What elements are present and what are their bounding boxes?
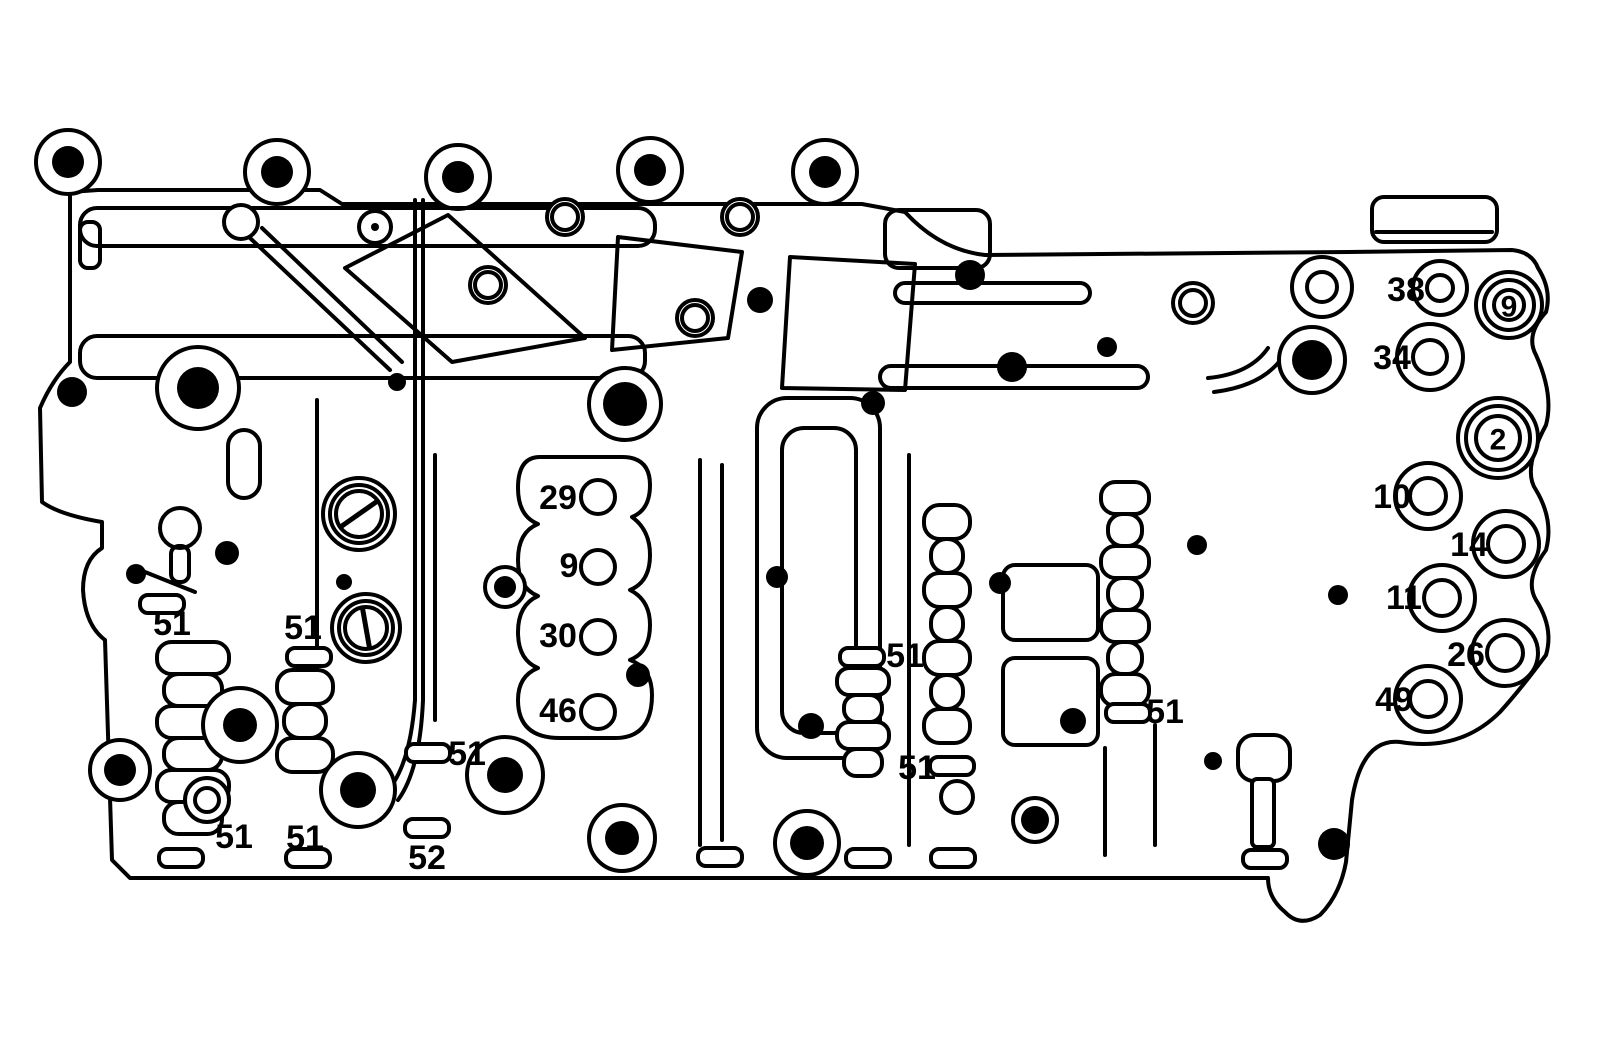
- callout-label-51: 51: [1146, 693, 1184, 731]
- callout-label-52: 52: [408, 839, 446, 877]
- callout-label-51: 51: [448, 735, 486, 773]
- ring-holes: [183, 197, 1354, 824]
- callout-label-51: 51: [898, 749, 936, 787]
- callout-labels: 29 9 30 46 51 51 51 51 51 51 51 51 52 38 9 34 2 10 14 11 26 4…: [153, 271, 1517, 877]
- valve-body-outline: [38, 188, 1551, 923]
- callout-label-51: 51: [886, 637, 924, 675]
- callout-label-34: 34: [1373, 339, 1411, 377]
- callout-label-46: 46: [539, 692, 577, 730]
- callout-label-11: 11: [1386, 579, 1422, 617]
- callout-label-26: 26: [1447, 636, 1485, 674]
- callout-label-49: 49: [1375, 681, 1413, 719]
- internal-passages: [78, 198, 1292, 857]
- callout-label-30: 30: [539, 617, 577, 655]
- callout-label-2: 2: [1490, 424, 1507, 457]
- right-circle-cluster: [1393, 259, 1544, 734]
- callout-label-51: 51: [284, 609, 322, 647]
- callout-label-29: 29: [539, 479, 577, 517]
- callout-label-9: 9: [1501, 291, 1518, 324]
- callout-label-14: 14: [1450, 526, 1488, 564]
- callout-label-51: 51: [215, 818, 253, 856]
- callout-label-51: 51: [153, 605, 191, 643]
- oil-slots: [138, 593, 1289, 870]
- numbered-bore-cluster: [516, 455, 654, 740]
- callout-label-10: 10: [1373, 478, 1411, 516]
- bolt-bosses: [88, 325, 1347, 877]
- callout-label-51: 51: [286, 819, 324, 857]
- bolt-hole-dots: [52, 146, 1350, 860]
- callout-label-38: 38: [1387, 271, 1425, 309]
- slotted-screws: [321, 476, 402, 664]
- callout-label-9: 9: [560, 547, 579, 585]
